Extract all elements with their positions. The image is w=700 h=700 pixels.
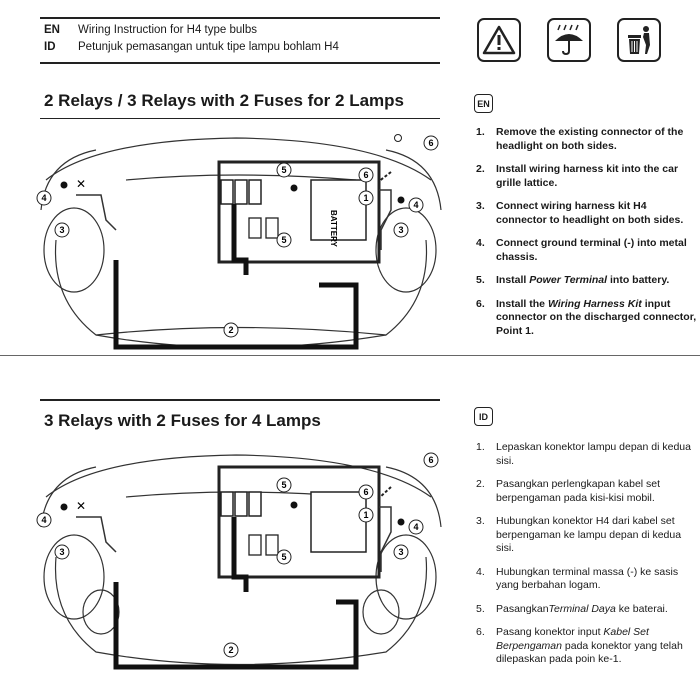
en-step-2: 2.Install wiring harness kit into the ca… xyxy=(476,163,679,189)
id-step-5: 5.PasangkanTerminal Daya ke baterai. xyxy=(476,602,668,615)
callout-5-top: 5 xyxy=(281,165,286,175)
callout-4-left: 4 xyxy=(41,193,46,203)
bottom-section-rule xyxy=(40,399,440,401)
rain-umbrella-icon xyxy=(547,18,591,62)
remove-x-icon: ✕ xyxy=(76,177,86,191)
callout-4-left-b: 4 xyxy=(41,515,46,525)
callout-5-bottom-b: 5 xyxy=(281,552,286,562)
en-title: Wiring Instruction for H4 type bulbs xyxy=(78,24,257,36)
header-titles: EN Wiring Instruction for H4 type bulbs I… xyxy=(44,22,339,56)
callout-2-b: 2 xyxy=(228,645,233,655)
en-step-3: 3.Connect wiring harness kit H4 connecto… xyxy=(476,200,684,226)
callout-6-outer-b: 6 xyxy=(428,455,433,465)
id-title: Petunjuk pemasangan untuk tipe lampu boh… xyxy=(78,41,339,53)
en-badge: EN xyxy=(474,94,493,113)
bottom-section-title: 3 Relays with 2 Fuses for 4 Lamps xyxy=(44,411,321,430)
page-fold-line xyxy=(0,355,700,356)
battery-label: BATTERY xyxy=(329,210,338,248)
id-step-2: 2.Pasangkan perlengkapan kabel set berpe… xyxy=(476,478,661,504)
callout-3-left: 3 xyxy=(59,225,64,235)
callout-3-right-b: 3 xyxy=(398,547,403,557)
en-steps: 1.Remove the existing connector of the h… xyxy=(476,126,698,348)
en-code: EN xyxy=(44,24,60,36)
top-section-rule xyxy=(40,118,440,119)
callout-5-bottom: 5 xyxy=(281,235,286,245)
callout-1-b: 1 xyxy=(363,510,368,520)
callout-3-right: 3 xyxy=(398,225,403,235)
remove-x-icon-b: ✕ xyxy=(76,499,86,513)
id-step-4: 4.Hubungkan terminal massa (-) ke sasis … xyxy=(476,565,679,592)
id-step-1: 1.Lepaskan konektor lampu depan di kedua… xyxy=(476,441,691,467)
en-step-4: 4.Connect ground terminal (-) into metal… xyxy=(476,237,687,263)
en-step-5: 5.Install Power Terminal into battery. xyxy=(476,274,670,286)
en-step-6: 6.Install the Wiring Harness Kit input c… xyxy=(476,297,697,337)
id-badge: ID xyxy=(474,407,493,426)
id-step-6: 6.Pasang konektor input Kabel Set Berpen… xyxy=(476,626,683,665)
en-step-1: 1.Remove the existing connector of the h… xyxy=(476,126,684,152)
callout-6-inner: 6 xyxy=(363,170,368,180)
callout-1: 1 xyxy=(363,193,368,203)
id-step-3: 3.Hubungkan konektor H4 dari kabel set b… xyxy=(476,515,682,554)
wiring-diagram-4-lamps: 2 3 4 5 5 6 6 1 4 3 ✕ xyxy=(36,452,442,670)
id-code: ID xyxy=(44,41,56,53)
callout-3-left-b: 3 xyxy=(59,547,64,557)
callout-6-inner-b: 6 xyxy=(363,487,368,497)
top-section-title: 2 Relays / 3 Relays with 2 Fuses for 2 L… xyxy=(44,91,404,110)
wiring-diagram-2-lamps: BATTERY 2 3 4 5 5 6 6 1 4 3 ✕ xyxy=(36,134,442,350)
header-rule-bottom xyxy=(40,62,440,64)
callout-6-outer: 6 xyxy=(428,138,433,148)
id-steps: 1.Lepaskan konektor lampu depan di kedua… xyxy=(476,441,698,677)
callout-4-right: 4 xyxy=(413,200,418,210)
warning-icon xyxy=(477,18,521,62)
callout-4-right-b: 4 xyxy=(413,522,418,532)
header-rule-top xyxy=(40,17,440,19)
callout-2: 2 xyxy=(228,325,233,335)
callout-5-top-b: 5 xyxy=(281,480,286,490)
trash-bin-icon xyxy=(617,18,661,62)
